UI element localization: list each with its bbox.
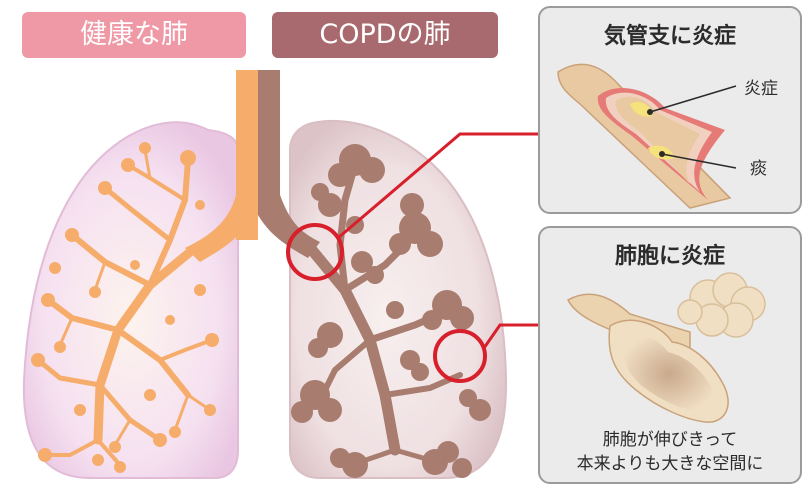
alveoli-caption-line1: 肺胞が伸びきって (540, 428, 800, 452)
sputum-callout: 痰 (750, 154, 767, 179)
healthy-lung-label: 健康な肺 (22, 12, 246, 58)
healthy-lung (24, 122, 238, 478)
bronchi-inflammation-panel: 気管支に炎症 炎症 痰 (538, 6, 802, 214)
alveoli-caption-line2: 本来よりも大きな空間に (540, 452, 800, 476)
inflammation-callout: 炎症 (744, 74, 778, 99)
bronchi-cross-section-illustration (540, 8, 802, 214)
alveoli-inflammation-panel: 肺胞に炎症 肺胞が伸びきって 本来よりも大きな空間に (538, 226, 802, 484)
copd-lung-label: COPDの肺 (272, 12, 498, 58)
copd-lung (290, 121, 506, 478)
